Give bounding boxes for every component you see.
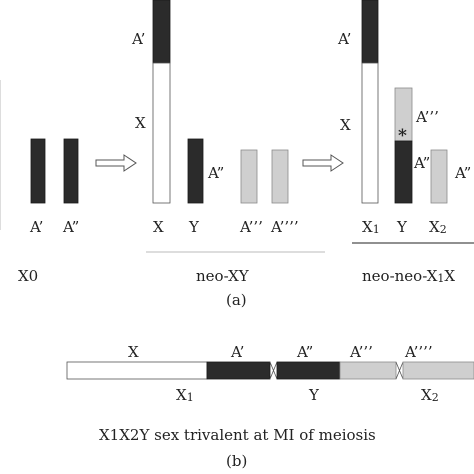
label-a-prime: A’ (29, 218, 43, 236)
label-neo-x-x: X (135, 114, 146, 132)
label-x2-a-double-prime: A” (454, 164, 471, 182)
trivalent-label-a-prime: A’ (230, 343, 244, 361)
chromosome-a-quadruple-prime (271, 149, 289, 204)
neo-x-original-arm (152, 62, 171, 204)
fusion-star-icon: * (398, 126, 407, 146)
neo-neo-x1-original-arm (361, 62, 379, 204)
panel-a-caption: (a) (226, 291, 247, 309)
chromosome-a-triple-prime (240, 149, 258, 204)
trivalent-a-double-prime-segment (276, 361, 341, 380)
neo-neo-x1-autosomal-arm (361, 0, 379, 64)
label-bottom-a-triple-prime: A’’’ (239, 218, 263, 236)
arrow-right-icon (95, 154, 137, 172)
label-a-double-prime: A” (62, 218, 79, 236)
label-bottom-x: X (153, 218, 164, 236)
group-label-neo-xy: neo-XY (196, 267, 250, 285)
group-label-neo-neo: neo-neo-X1X (362, 267, 455, 285)
trivalent-a-prime-segment (206, 361, 271, 380)
label-neo-y-a-double-prime: A” (207, 164, 224, 182)
trivalent-a-triple-prime-segment (339, 361, 397, 380)
group-label-x0: X0 (18, 267, 38, 285)
neo-x2-chromosome (430, 149, 448, 204)
label-bottom-y2: Y (396, 218, 408, 236)
trivalent-label-a-double-prime: A” (296, 343, 313, 361)
chromosome-a-prime (30, 138, 46, 204)
label-y-a-double-prime: A” (413, 154, 430, 172)
trivalent-x-segment (66, 361, 208, 380)
trivalent-label-y: Y (308, 386, 320, 404)
label-bottom-x1: X1 (362, 218, 380, 236)
label-x1-a-prime: A’ (337, 30, 351, 48)
trivalent-label-a-quadruple-prime: A’’’’ (404, 343, 433, 361)
trivalent-label-x: X (128, 343, 139, 361)
label-y-a-triple-prime: A’’’ (415, 108, 439, 126)
trivalent-a-quadruple-prime-segment (402, 361, 474, 380)
label-neo-x-a-prime: A’ (131, 30, 145, 48)
trivalent-caption: X1X2Y sex trivalent at MI of meiosis (99, 426, 376, 444)
panel-b-caption: (b) (226, 452, 247, 470)
label-bottom-a-quadruple-prime: A’’’’ (270, 218, 299, 236)
trivalent-label-a-triple-prime: A’’’ (349, 343, 373, 361)
neo-y-chromosome (187, 138, 204, 204)
chiasma-cross-icon-2 (395, 361, 404, 380)
label-x1-x: X (340, 116, 351, 134)
neo-y-black-arm (394, 140, 413, 204)
arrow-right-icon-2 (302, 154, 344, 172)
trivalent-label-x2: X2 (421, 386, 439, 404)
chiasma-cross-icon (269, 361, 278, 380)
label-bottom-y: Y (188, 218, 200, 236)
label-bottom-x2: X2 (429, 218, 447, 236)
neo-x-autosomal-arm (152, 0, 171, 64)
trivalent-label-x1: X1 (176, 386, 194, 404)
chromosome-a-double-prime (63, 138, 79, 204)
